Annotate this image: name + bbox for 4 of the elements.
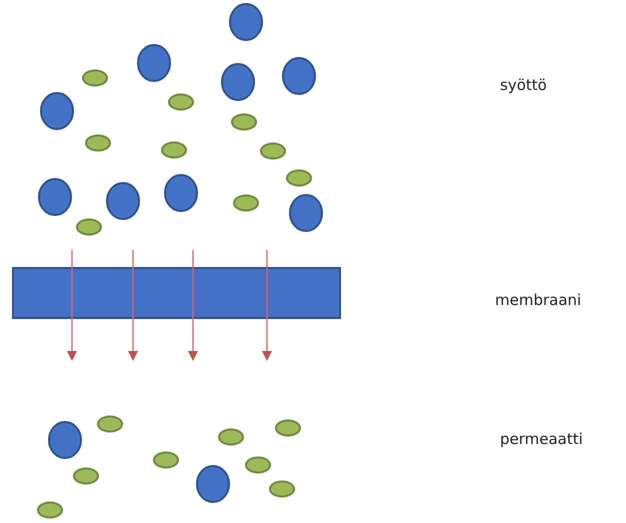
label-text: membraani <box>495 291 582 309</box>
label-text: permeaatti <box>500 430 583 448</box>
label-text: syöttö <box>500 76 547 94</box>
membrane-bar <box>12 267 341 319</box>
